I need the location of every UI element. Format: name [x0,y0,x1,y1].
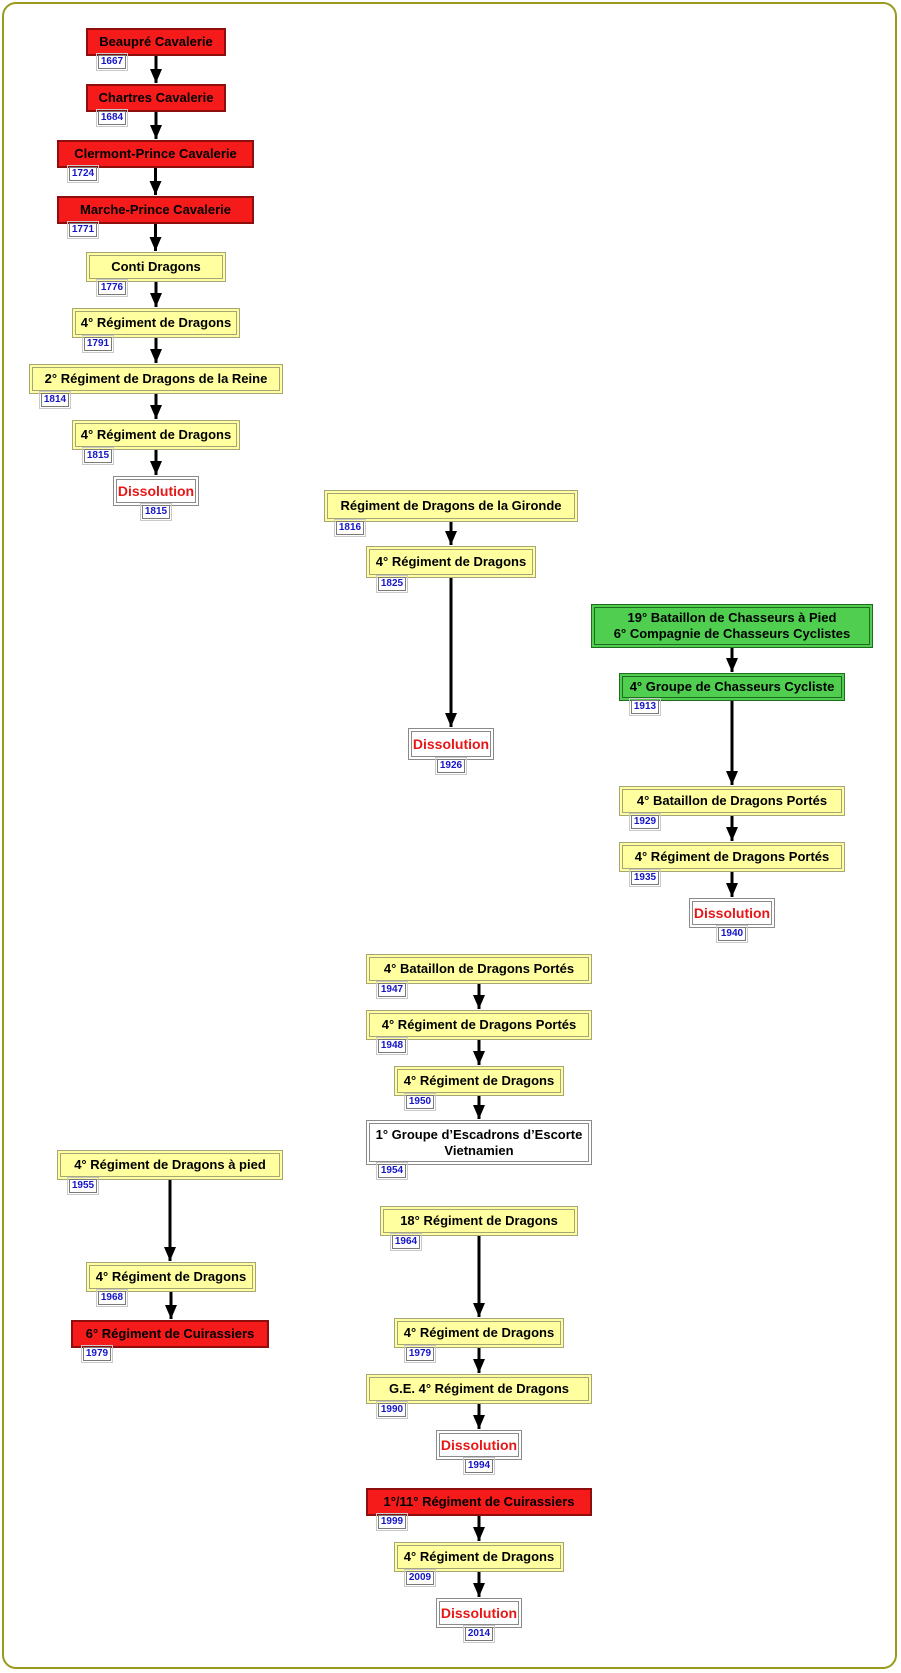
unit-label: Chartres Cavalerie [98,90,214,105]
unit-box: 2° Régiment de Dragons de la Reine [29,364,283,394]
unit-box: 4° Bataillon de Dragons Portés [366,954,592,984]
unit-label: 4° Groupe de Chasseurs Cycliste [629,679,835,694]
year-badge: 2014 [463,1625,495,1643]
unit-label: 4° Bataillon de Dragons Portés [383,961,575,976]
unit-box: Régiment de Dragons de la Gironde [324,490,578,522]
year-badge: 1929 [629,813,661,831]
unit-label: 4° Régiment de Dragons [80,315,232,330]
unit-box: Conti Dragons [86,252,226,282]
year-badge: 1950 [404,1093,436,1111]
year-badge: 1954 [376,1162,408,1180]
unit-label: Beaupré Cavalerie [99,34,213,49]
unit-label: 4° Régiment de Dragons [375,554,527,569]
dissolution-label: Dissolution [117,483,195,499]
unit-label: 4° Régiment de Dragons [95,1269,247,1284]
unit-label: Clermont-Prince Cavalerie [74,146,237,161]
year-badge: 1968 [96,1289,128,1307]
unit-label: 4° Régiment de Dragons [403,1325,555,1340]
unit-box: 1° Groupe d’Escadrons d’Escorte Vietnami… [366,1120,592,1165]
year-badge: 1940 [716,925,748,943]
unit-label: 1° Groupe d’Escadrons d’Escorte Vietnami… [375,1126,583,1158]
unit-box: 1°/11° Régiment de Cuirassiers [366,1488,592,1516]
unit-label: 2° Régiment de Dragons de la Reine [44,371,268,386]
year-badge: 1964 [390,1233,422,1251]
unit-box: Beaupré Cavalerie [86,28,226,56]
year-badge: 1948 [376,1037,408,1055]
unit-label: 4° Bataillon de Dragons Portés [636,793,828,808]
year-badge: 1825 [376,575,408,593]
year-badge: 1776 [96,279,128,297]
year-badge: 1791 [82,335,114,353]
dissolution-box: Dissolution [436,1598,522,1628]
unit-label: Marche-Prince Cavalerie [79,202,232,217]
unit-label: G.E. 4° Régiment de Dragons [388,1381,569,1396]
unit-label: 6° Régiment de Cuirassiers [85,1326,255,1341]
unit-box: 4° Régiment de Dragons Portés [366,1010,592,1040]
unit-label: Régiment de Dragons de la Gironde [340,498,562,513]
year-badge: 2009 [404,1569,436,1587]
dissolution-box: Dissolution [689,898,775,928]
year-badge: 1979 [404,1345,436,1363]
unit-box: G.E. 4° Régiment de Dragons [366,1374,592,1404]
unit-box: Clermont-Prince Cavalerie [57,140,254,168]
year-badge: 1990 [376,1401,408,1419]
year-badge: 1994 [463,1457,495,1475]
unit-box: 4° Régiment de Dragons [394,1318,564,1348]
unit-label: 4° Régiment de Dragons [403,1073,555,1088]
unit-label: 19° Bataillon de Chasseurs à Pied 6° Com… [613,610,851,641]
dissolution-label: Dissolution [440,1605,518,1621]
unit-label: Conti Dragons [111,259,201,274]
unit-box: 4° Régiment de Dragons [72,308,240,338]
unit-box: 4° Groupe de Chasseurs Cycliste [619,673,845,701]
dissolution-label: Dissolution [412,736,490,752]
unit-label: 1°/11° Régiment de Cuirassiers [383,1494,575,1509]
dissolution-label: Dissolution [693,905,771,921]
unit-box: 4° Régiment de Dragons [394,1066,564,1096]
unit-box: 4° Régiment de Dragons [366,546,536,578]
unit-label: 4° Régiment de Dragons à pied [74,1157,266,1172]
unit-box: 4° Régiment de Dragons [72,420,240,450]
unit-box: Marche-Prince Cavalerie [57,196,254,224]
year-badge: 1955 [67,1177,99,1195]
unit-label: 4° Régiment de Dragons Portés [634,849,830,864]
year-badge: 1947 [376,981,408,999]
unit-box: 4° Régiment de Dragons [394,1542,564,1572]
year-badge: 1815 [82,447,114,465]
unit-label: 18° Régiment de Dragons [400,1213,558,1228]
year-badge: 1979 [81,1345,113,1363]
year-badge: 1667 [96,53,128,71]
year-badge: 1814 [39,391,71,409]
dissolution-box: Dissolution [408,728,494,760]
year-badge: 1724 [67,165,99,183]
year-badge: 1684 [96,109,128,127]
year-badge: 1999 [376,1513,408,1531]
year-badge: 1935 [629,869,661,887]
unit-box: 18° Régiment de Dragons [380,1206,578,1236]
unit-box: 4° Régiment de Dragons [86,1262,256,1292]
year-badge: 1926 [435,757,467,775]
unit-label: 4° Régiment de Dragons [80,427,232,442]
unit-box: 19° Bataillon de Chasseurs à Pied 6° Com… [591,604,873,648]
unit-box: 4° Régiment de Dragons à pied [57,1150,283,1180]
year-badge: 1816 [334,519,366,537]
dissolution-box: Dissolution [436,1430,522,1460]
unit-label: 4° Régiment de Dragons Portés [381,1017,577,1032]
year-badge: 1771 [67,221,99,239]
dissolution-box: Dissolution [113,476,199,506]
unit-box: 6° Régiment de Cuirassiers [71,1320,269,1348]
unit-box: 4° Bataillon de Dragons Portés [619,786,845,816]
unit-box: 4° Régiment de Dragons Portés [619,842,845,872]
year-badge: 1815 [140,503,172,521]
year-badge: 1913 [629,698,661,716]
unit-box: Chartres Cavalerie [86,84,226,112]
dissolution-label: Dissolution [440,1437,518,1453]
unit-label: 4° Régiment de Dragons [403,1549,555,1564]
